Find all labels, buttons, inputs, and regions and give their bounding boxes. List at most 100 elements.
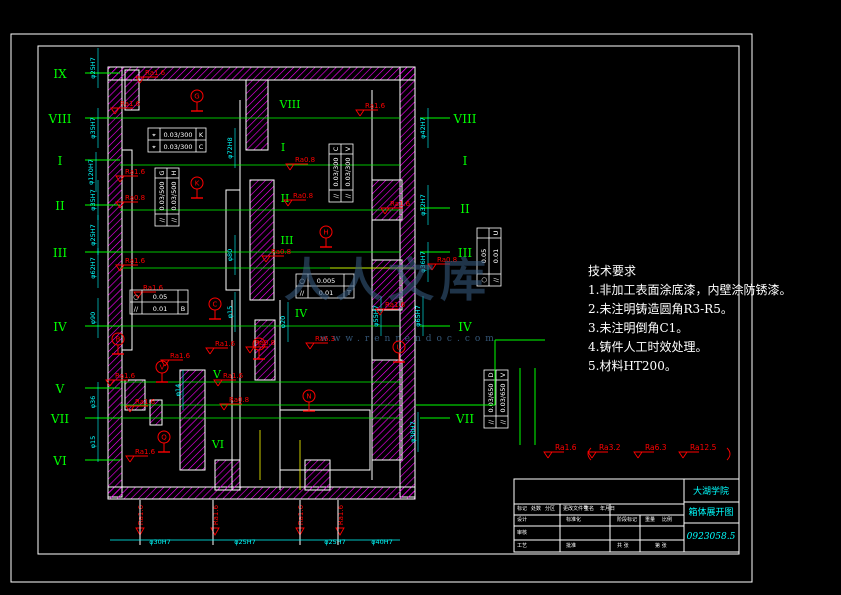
title-block-cell: 处数 bbox=[531, 505, 541, 512]
svg-text:V: V bbox=[499, 372, 507, 377]
roughness-symbol: Ra0.8 bbox=[219, 396, 249, 411]
dimension-label: φ36 bbox=[89, 396, 97, 409]
title-block-cell: 比例 bbox=[662, 516, 672, 523]
svg-text:0.03/650: 0.03/650 bbox=[487, 383, 495, 412]
default-roughness-item: Ra1.6 bbox=[555, 443, 577, 452]
svg-text:⌖: ⌖ bbox=[152, 143, 156, 151]
svg-text://: // bbox=[158, 217, 166, 222]
dimension-label: φ80 bbox=[226, 249, 234, 262]
section-label-right: VII bbox=[455, 412, 474, 426]
title-block-cell: 阶段标记 bbox=[617, 516, 637, 523]
svg-text:Ra0.8: Ra0.8 bbox=[125, 194, 145, 202]
datum-marker: Q bbox=[157, 430, 171, 453]
title-block-cell: 批准 bbox=[566, 542, 576, 549]
svg-text:⌖: ⌖ bbox=[152, 131, 156, 139]
section-label-left: VIII bbox=[48, 112, 72, 126]
svg-text:Ra1.6: Ra1.6 bbox=[212, 504, 220, 525]
svg-text:0.03/300: 0.03/300 bbox=[163, 143, 192, 151]
roughness-symbol: Ra0.8 bbox=[115, 194, 145, 209]
dimension-label: φ32H7 bbox=[419, 194, 427, 216]
title-block-cell: 共 张 bbox=[617, 542, 629, 549]
datum-marker: N bbox=[302, 389, 316, 412]
section-label-left: I bbox=[58, 154, 63, 168]
svg-text:K: K bbox=[195, 180, 200, 188]
section-label-inner: III bbox=[280, 234, 293, 247]
dimension-label: φ25H7 bbox=[324, 538, 346, 546]
requirement-item: 1.非加工表面涂底漆，内壁涂防锈漆。 bbox=[588, 283, 792, 297]
svg-text:Ra1.6: Ra1.6 bbox=[125, 168, 146, 176]
roughness-symbol: Ra0.8 bbox=[283, 192, 313, 207]
requirement-item: 5.材料HT200。 bbox=[588, 359, 677, 373]
section-label-left: III bbox=[53, 246, 67, 260]
svg-text:B: B bbox=[181, 305, 185, 313]
svg-text:G: G bbox=[194, 93, 199, 101]
dimension-label: φ38H7 bbox=[409, 421, 417, 443]
default-roughness-item: Ra3.2 bbox=[599, 443, 621, 452]
title-block-cell: 工艺 bbox=[517, 543, 527, 549]
datum-marker: B bbox=[111, 332, 125, 355]
svg-text://: // bbox=[499, 419, 507, 424]
roughness-symbol: Ra1.6 bbox=[160, 352, 191, 367]
dimension-lines: φ25H7φ35H7φ120H7φ72H8φ35H7φ25H7φ62H7φ80φ… bbox=[87, 48, 429, 546]
dimension-label: φ25H7 bbox=[234, 538, 256, 546]
title-block-cell: 设计 bbox=[517, 516, 527, 523]
roughness-symbol: Ra1.6 bbox=[105, 372, 136, 387]
svg-text:C: C bbox=[199, 143, 204, 151]
svg-text:Ra1.6: Ra1.6 bbox=[385, 301, 406, 309]
title-block-cell: 分区 bbox=[545, 505, 555, 512]
technical-requirements: 技术要求 1.非加工表面涂底漆，内壁涂防锈漆。 2.未注明铸造圆角R3-R5。 … bbox=[588, 262, 791, 376]
dimension-label: φ36H7 bbox=[419, 251, 427, 273]
svg-text:Ra1.6: Ra1.6 bbox=[215, 340, 236, 348]
requirements-title: 技术要求 bbox=[588, 264, 637, 278]
dimension-label: φ40H7 bbox=[371, 538, 393, 546]
datum-marker: K bbox=[190, 176, 204, 199]
svg-text:T: T bbox=[256, 341, 262, 349]
dimension-label: φ25H7 bbox=[89, 224, 97, 246]
section-label-left: V bbox=[55, 382, 65, 396]
roughness-symbol: Ra1.6 bbox=[135, 69, 166, 84]
section-label-right: I bbox=[463, 154, 468, 168]
svg-text:Ra1.6: Ra1.6 bbox=[135, 448, 156, 456]
section-label-inner: II bbox=[281, 192, 290, 205]
requirement-item: 4.铸件人工时效处理。 bbox=[588, 340, 708, 354]
default-roughness-item: Ra12.5 bbox=[690, 443, 717, 452]
svg-text:0.03/500: 0.03/500 bbox=[170, 181, 178, 210]
svg-text:Q: Q bbox=[161, 434, 167, 442]
svg-text:K: K bbox=[199, 131, 204, 139]
svg-text://: // bbox=[134, 305, 139, 313]
title-block-cell: 审核 bbox=[517, 529, 527, 536]
inner-frame bbox=[37, 45, 740, 555]
datum-marker: H bbox=[319, 225, 333, 248]
section-label-right: IV bbox=[458, 320, 472, 334]
section-label-right: II bbox=[460, 202, 470, 216]
dimension-label: φ30H7 bbox=[149, 538, 171, 546]
svg-text://: // bbox=[344, 193, 352, 198]
svg-text:Ra0.8: Ra0.8 bbox=[295, 156, 315, 164]
shaft-center-lines: IXVIIIIIIIIIIVVVIIVIVIIIIIIIIIVVIIIVIIII… bbox=[48, 67, 477, 468]
roughness-symbol: Ra1.6 bbox=[125, 398, 156, 413]
dimension-label: φ15 bbox=[89, 436, 97, 449]
svg-text:Ra0.8: Ra0.8 bbox=[229, 396, 249, 404]
roughness-symbol: Ra6.3 bbox=[305, 335, 335, 350]
roughness-symbol: Ra0.8 bbox=[427, 256, 457, 271]
outer-frame bbox=[10, 33, 753, 583]
svg-text:V: V bbox=[160, 364, 165, 372]
svg-text:○: ○ bbox=[133, 293, 139, 301]
svg-text:Ra1.6: Ra1.6 bbox=[125, 257, 146, 265]
section-label-right: VIII bbox=[453, 112, 477, 126]
svg-text:Ra1.6: Ra1.6 bbox=[337, 504, 345, 525]
svg-text:0.03/500: 0.03/500 bbox=[158, 181, 166, 210]
svg-text:0.01: 0.01 bbox=[492, 249, 500, 263]
svg-text:B: B bbox=[116, 336, 121, 344]
title-block-cell: 第 张 bbox=[655, 542, 667, 549]
housing-section bbox=[107, 66, 416, 500]
title-block-cell: 更改文件号 bbox=[563, 505, 588, 512]
dimension-label: φ14 bbox=[174, 384, 182, 397]
dimension-label: φ62H7 bbox=[89, 257, 97, 279]
dimension-label: φ20 bbox=[279, 316, 287, 329]
title-drawing-name: 箱体展开图 bbox=[688, 506, 733, 518]
roughness-symbol: Ra0.8 bbox=[285, 156, 315, 171]
